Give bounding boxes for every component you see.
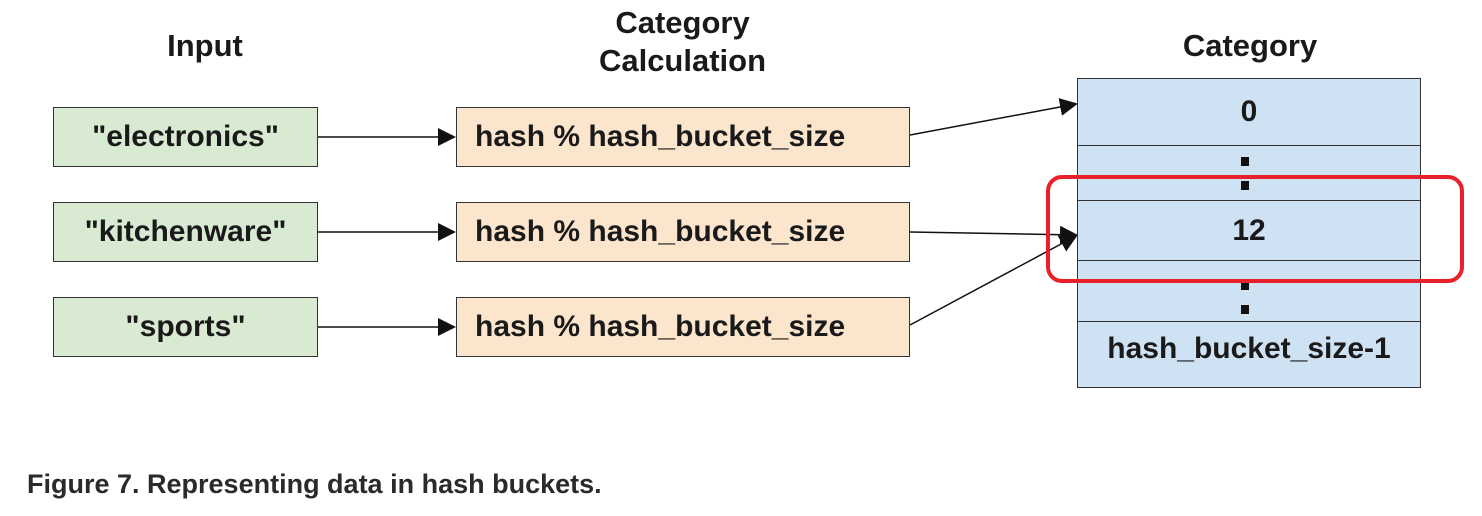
bucket-last: hash_bucket_size-1 [1077, 321, 1421, 388]
figure-caption: Figure 7. Representing data in hash buck… [27, 469, 602, 499]
calculation-heading: Category Calculation [560, 4, 805, 80]
bucket-ellipsis-lower [1077, 260, 1421, 322]
input-box-sports: "sports" [53, 297, 318, 357]
input-box-electronics: "electronics" [53, 107, 318, 167]
category-heading: Category [1182, 28, 1318, 63]
arrow-calc1-to-bucket0 [909, 98, 1078, 136]
ellipsis-dot [1241, 181, 1249, 190]
calculation-heading-line2: Calculation [598, 43, 767, 78]
arrow-calc3-to-bucket12 [909, 235, 1078, 326]
input-box-kitchenware: "kitchenware" [53, 202, 318, 262]
bucket-ellipsis-upper [1077, 145, 1421, 201]
arrow-calc2-to-bucket12 [909, 225, 1078, 244]
calculation-box-2: hash % hash_bucket_size [456, 202, 910, 262]
ellipsis-dot [1241, 305, 1249, 314]
calculation-box-3: hash % hash_bucket_size [456, 297, 910, 357]
ellipsis-dot [1241, 157, 1249, 166]
highlight-rectangle [1046, 175, 1464, 283]
calculation-heading-line1: Category [615, 5, 750, 40]
ellipsis-dot [1241, 281, 1249, 290]
calculation-box-1: hash % hash_bucket_size [456, 107, 910, 167]
input-heading: Input [167, 28, 243, 63]
